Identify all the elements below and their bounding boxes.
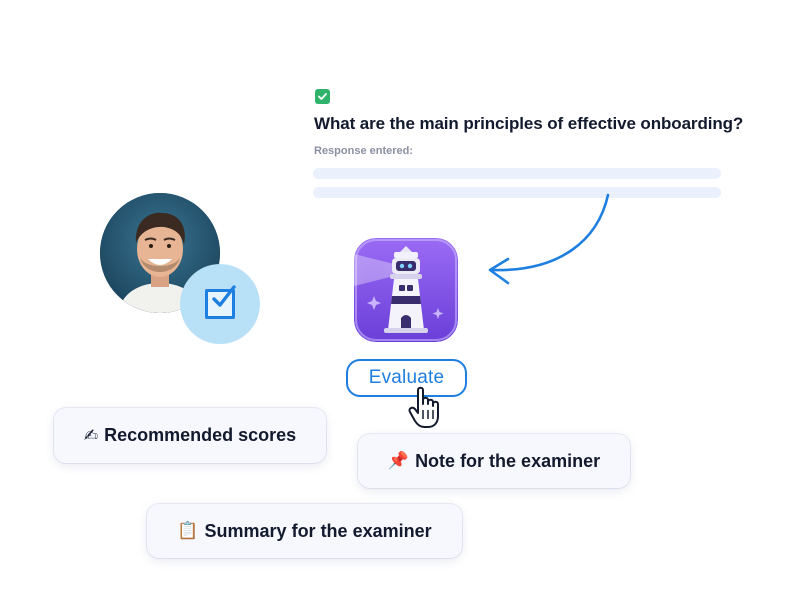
clipboard-icon: 📋 (177, 521, 199, 540)
evaluate-button[interactable]: Evaluate (346, 359, 467, 397)
recommended-scores-label: Recommended scores (104, 425, 297, 445)
note-for-examiner-chip[interactable]: 📌 Note for the examiner (358, 434, 630, 488)
response-line (313, 168, 721, 179)
writing-hand-icon: ✍ (83, 425, 99, 445)
checkmark-icon (315, 89, 330, 104)
hand-pointer-icon (408, 386, 439, 428)
checkbox-icon (205, 285, 236, 319)
pushpin-icon: 📌 (387, 451, 410, 470)
lighthouse-robot-icon (354, 238, 458, 342)
curved-arrow-icon (488, 193, 610, 285)
summary-for-examiner-chip[interactable]: 📋 Summary for the examiner (147, 504, 462, 558)
question-title: What are the main principles of effectiv… (314, 114, 744, 133)
response-line (313, 187, 721, 198)
summary-for-examiner-label: Summary for the examiner (204, 520, 432, 541)
response-label: Response entered: (314, 145, 414, 157)
checkbox-bubble (180, 264, 260, 344)
recommended-scores-chip[interactable]: ✍ Recommended scores (54, 408, 326, 463)
note-for-examiner-label: Note for the examiner (415, 450, 601, 471)
